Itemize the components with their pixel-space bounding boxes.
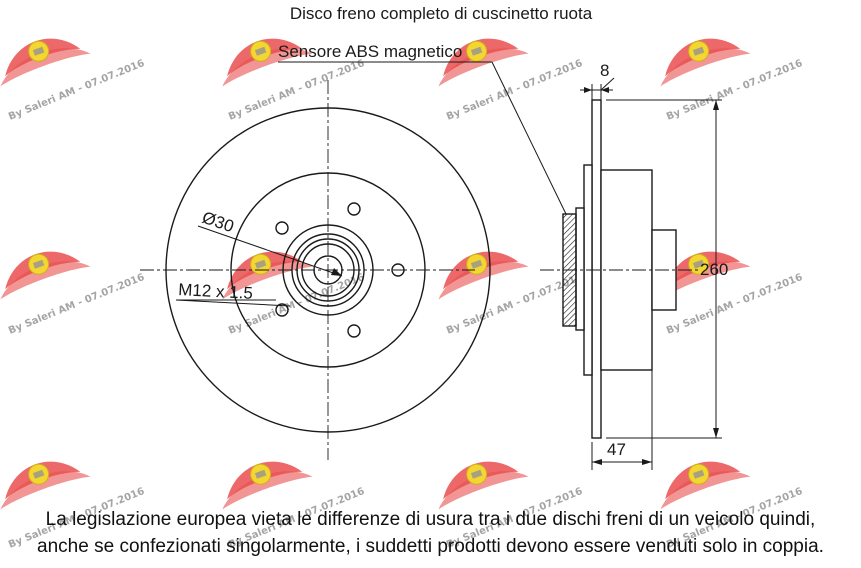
hub-flange	[282, 224, 374, 316]
thread-leader	[175, 299, 291, 307]
bearing-inner-ring	[301, 243, 355, 297]
thickness-label: 8	[600, 61, 609, 80]
braking-surface-inner-edge	[230, 172, 426, 368]
bearing-ring	[296, 238, 360, 302]
front-view	[140, 80, 491, 460]
sensor-label: Sensore ABS magnetico	[278, 42, 462, 61]
watermark-layer: By Saleri AM - 07.07.2016 By Saleri AM -…	[0, 24, 804, 551]
sensor-leader	[491, 61, 567, 215]
diameter-label: 260	[700, 260, 728, 279]
disc-plate-section	[591, 99, 602, 439]
legal-note-line-2: anche se confezionati singolarmente, i s…	[37, 536, 824, 557]
hub-diameter-label: Ø30	[200, 208, 237, 236]
bearing-step	[575, 207, 585, 331]
bolt-hole	[275, 221, 289, 235]
bolt-hole	[391, 263, 405, 277]
center-bore	[313, 255, 343, 285]
bolt-hole	[275, 303, 289, 317]
height-label: 47	[607, 440, 626, 459]
dimensions	[580, 77, 722, 470]
drawing-title: Disco freno completo di cuscinetto ruota	[290, 4, 593, 23]
side-view	[278, 61, 700, 439]
bolt-hole	[347, 324, 361, 338]
bearing-outer-ring	[291, 233, 365, 307]
diameter-leader	[197, 225, 343, 277]
thread-label: M12 x 1.5	[178, 280, 254, 303]
legal-note-line-1: La legislazione europea vieta le differe…	[45, 509, 816, 530]
disc-outer-edge	[165, 107, 491, 433]
bolt-hole	[347, 202, 361, 216]
